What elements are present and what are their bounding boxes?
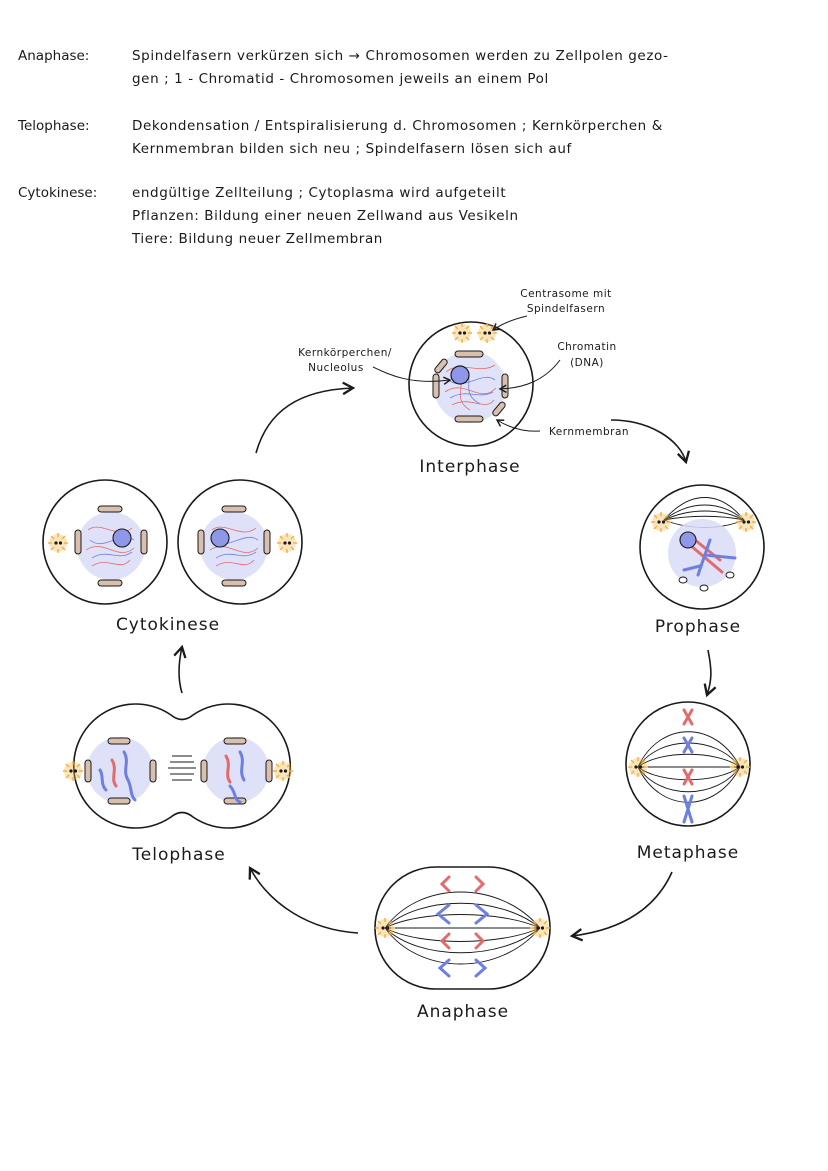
annotation-chromatin: Chromatin bbox=[557, 341, 616, 353]
prophase-cell bbox=[639, 484, 765, 610]
annotation-centrosome: Centrasome mit bbox=[520, 288, 612, 300]
note-line: Dekondensation / Entspiralisierung d. Ch… bbox=[132, 118, 663, 134]
arrow-to-prophase bbox=[610, 419, 691, 465]
annotation-chromatin: (DNA) bbox=[570, 357, 604, 369]
metaphase-cell bbox=[625, 701, 751, 827]
stage-label-metaphase: Metaphase bbox=[637, 843, 740, 863]
interphase-cell bbox=[408, 321, 534, 447]
nucleolus bbox=[450, 365, 470, 385]
annotation-membrane: Kernmembran bbox=[549, 426, 629, 438]
arrow-to-anaphase bbox=[569, 871, 673, 942]
note-line: Spindelfasern verkürzen sich → Chromosom… bbox=[132, 48, 669, 64]
arrow-to-metaphase bbox=[703, 649, 717, 698]
note-line: Pflanzen: Bildung einer neuen Zellwand a… bbox=[132, 208, 519, 224]
annotation-lines bbox=[372, 315, 561, 432]
arrow-to-cytokinese bbox=[173, 644, 187, 694]
note-line: Tiere: Bildung neuer Zellmembran bbox=[132, 231, 383, 247]
stage-label-cytokinese: Cytokinese bbox=[116, 615, 220, 635]
annotation-nucleolus: Kernkörperchen/ bbox=[298, 347, 392, 359]
stage-label-interphase: Interphase bbox=[419, 457, 520, 477]
cycle-arrows bbox=[173, 381, 717, 942]
cytokinese-cells bbox=[42, 479, 303, 605]
arrow-to-telophase bbox=[248, 865, 359, 934]
stage-label-anaphase: Anaphase bbox=[417, 1002, 509, 1022]
arrow-to-interphase bbox=[255, 381, 356, 454]
note-term: Telophase: bbox=[18, 118, 90, 134]
annotation-centrosome: Spindelfasern bbox=[527, 303, 605, 315]
stage-label-prophase: Prophase bbox=[655, 617, 741, 637]
stage-label-telophase: Telophase bbox=[131, 845, 225, 865]
note-term: Anaphase: bbox=[18, 48, 90, 64]
annotation-nucleolus: Nucleolus bbox=[308, 362, 364, 374]
note-term: Cytokinese: bbox=[18, 185, 98, 201]
note-line: gen ; 1 - Chromatid - Chromosomen jeweil… bbox=[132, 71, 549, 87]
note-line: Kernmembran bilden sich neu ; Spindelfas… bbox=[132, 141, 572, 157]
anaphase-cell bbox=[374, 866, 551, 990]
note-line: endgültige Zellteilung ; Cytoplasma wird… bbox=[132, 185, 507, 201]
telophase-cell bbox=[62, 703, 294, 829]
